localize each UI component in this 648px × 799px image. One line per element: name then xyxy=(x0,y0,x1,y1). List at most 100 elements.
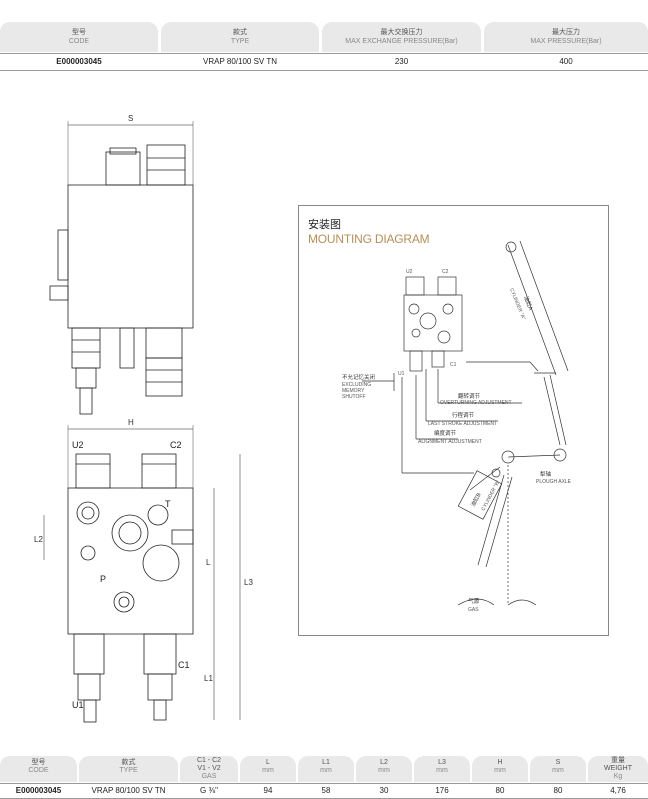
header-label-en: TYPE xyxy=(119,767,138,774)
bottom-header-l: L mm xyxy=(240,756,296,782)
bottom-cell-h: 80 xyxy=(495,786,505,795)
bottom-header-code: 型号 CODE xyxy=(0,756,77,782)
header-label-zh: S xyxy=(555,759,561,766)
overturn-label-en: OVERTURNING ADJUSTMENT xyxy=(440,400,512,406)
align-label-zh: 编度调节 xyxy=(434,429,457,437)
axle-label-zh: 犁轴 xyxy=(540,470,552,478)
shutoff-label-en3: SHUTOFF xyxy=(342,394,366,400)
port-u2-label: U2 xyxy=(72,440,84,450)
header-label-en: mm xyxy=(320,767,332,774)
port-t-label: T xyxy=(165,499,171,509)
header-label-en2: GAS xyxy=(201,773,217,780)
header-label-en: mm xyxy=(262,767,274,774)
bottom-header-l1: L1 mm xyxy=(298,756,354,782)
port-p-label: P xyxy=(100,574,106,584)
header-label-zh: 款式 xyxy=(121,759,136,766)
mounting-title-zh: 安装图 xyxy=(308,219,341,231)
cell-code: E000003045 xyxy=(56,57,102,66)
port-c1-label: C1 xyxy=(178,660,190,670)
stroke-label-en: LAST STROKE ADJUSTMENT xyxy=(428,421,497,427)
header-label-en: mm xyxy=(552,767,564,774)
mount-port-c1: C1 xyxy=(450,362,457,368)
header-label-en: CODE xyxy=(68,38,90,45)
bottom-cell-s: 80 xyxy=(553,786,563,795)
shutoff-label-en1: EXCLUDING xyxy=(342,382,371,388)
header-label-zh: 最大压力 xyxy=(552,29,580,36)
dim-l1-label: L1 xyxy=(204,674,213,683)
bottom-cell-l2: 30 xyxy=(379,786,389,795)
bottom-cell-l: 94 xyxy=(263,786,273,795)
header-label-zh: C1 - C2 xyxy=(196,757,222,764)
dim-h-label: H xyxy=(128,418,134,427)
dim-l-label: L xyxy=(206,558,211,567)
header-label-en: MAX PRESSURE(Bar) xyxy=(530,38,602,45)
header-label-en: TYPE xyxy=(230,38,250,45)
overturn-label-zh: 翻转调节 xyxy=(458,392,481,400)
bottom-cell-l3: 176 xyxy=(435,786,449,795)
cylinder-a-label-en: CYLINDER "A" xyxy=(508,288,526,322)
bottom-header-l2: L2 mm xyxy=(356,756,412,782)
header-label-zh: 款式 xyxy=(233,29,247,36)
header-label-en: WEIGHT xyxy=(604,765,632,772)
mount-port-u1: U1 xyxy=(398,371,405,377)
bottom-cell-weight: 4,76 xyxy=(610,786,626,795)
cell-max-exchange-pressure: 230 xyxy=(394,57,409,66)
bottom-header-l3: L3 mm xyxy=(414,756,470,782)
header-max-exchange-pressure: 最大交换压力 MAX EXCHANGE PRESSURE(Bar) xyxy=(322,22,481,52)
cylinder-b-label-en: CYLINDER "B" xyxy=(480,479,501,512)
bottom-cell-l1: 58 xyxy=(321,786,331,795)
bottom-cell-gas: G ⅜" xyxy=(200,786,218,795)
mount-port-c2: C2 xyxy=(442,269,449,275)
header-type: 款式 TYPE xyxy=(161,22,319,52)
axle-label-en: PLOUGH AXLE xyxy=(536,479,572,485)
header-label-zh: 型号 xyxy=(72,29,86,36)
shutoff-label-zh: 不允记忆关闭 xyxy=(342,373,375,381)
bottom-cell-code: E000003045 xyxy=(15,786,62,795)
header-label-en: mm xyxy=(436,767,448,774)
table-divider xyxy=(0,70,648,71)
header-max-pressure: 最大压力 MAX PRESSURE(Bar) xyxy=(484,22,648,52)
align-label-en: ALIGNMENT ADJUSTMENT xyxy=(418,439,482,445)
bottom-header-type: 款式 TYPE xyxy=(79,756,178,782)
header-label-en: V1 - V2 xyxy=(197,765,221,772)
header-label-zh: H xyxy=(497,759,503,766)
mounting-diagram-drawing: U2 C2 U1 C1 不允记忆关闭 EXCLUDING MEMORY SHUT… xyxy=(342,240,572,613)
header-label-zh: L1 xyxy=(322,759,330,766)
cell-max-pressure: 400 xyxy=(559,57,573,66)
stroke-label-zh: 行程调节 xyxy=(452,411,475,419)
header-label-zh: 重量 xyxy=(611,757,625,764)
header-label-en: CODE xyxy=(28,767,49,774)
mount-port-u2: U2 xyxy=(406,269,413,275)
header-label-zh: L3 xyxy=(438,759,446,766)
cylinder-b-label-zh: 油缸B xyxy=(469,491,483,508)
port-u1-label: U1 xyxy=(72,700,84,710)
gas-label-zh: 气源 xyxy=(468,597,480,605)
header-code: 型号 CODE xyxy=(0,22,158,52)
table-divider xyxy=(0,783,648,784)
header-label-zh: 最大交换压力 xyxy=(380,29,423,36)
cylinder-a-label-zh: 油缸A xyxy=(522,295,535,312)
port-c2-label: C2 xyxy=(170,440,182,450)
cell-type: VRAP 80/100 SV TN xyxy=(203,57,277,66)
bottom-header-h: H mm xyxy=(472,756,528,782)
dim-l3-label: L3 xyxy=(244,578,253,587)
dim-l2-label: L2 xyxy=(34,535,43,544)
gas-label-en: GAS xyxy=(468,607,479,613)
bottom-header-weight: 重量 WEIGHT Kg xyxy=(588,756,648,782)
header-label-en: mm xyxy=(378,767,390,774)
header-label-en2: Kg xyxy=(613,773,623,780)
bottom-cell-type: VRAP 80/100 SV TN xyxy=(91,786,166,795)
header-label-en: MAX EXCHANGE PRESSURE(Bar) xyxy=(345,38,458,45)
bottom-header-s: S mm xyxy=(530,756,586,782)
table-divider xyxy=(0,53,648,54)
dim-s-label: S xyxy=(128,114,133,123)
header-label-en: mm xyxy=(494,767,506,774)
shutoff-label-en2: MEMORY xyxy=(342,388,365,394)
header-label-zh: L xyxy=(266,759,270,766)
header-label-zh: L2 xyxy=(380,759,388,766)
header-label-zh: 型号 xyxy=(31,759,46,766)
mounting-diagram-panel: 安装图 MOUNTING DIAGRAM xyxy=(298,205,609,636)
bottom-header-gas: C1 - C2 V1 - V2 GAS xyxy=(180,756,238,782)
mounting-title-en: MOUNTING DIAGRAM xyxy=(308,232,430,246)
